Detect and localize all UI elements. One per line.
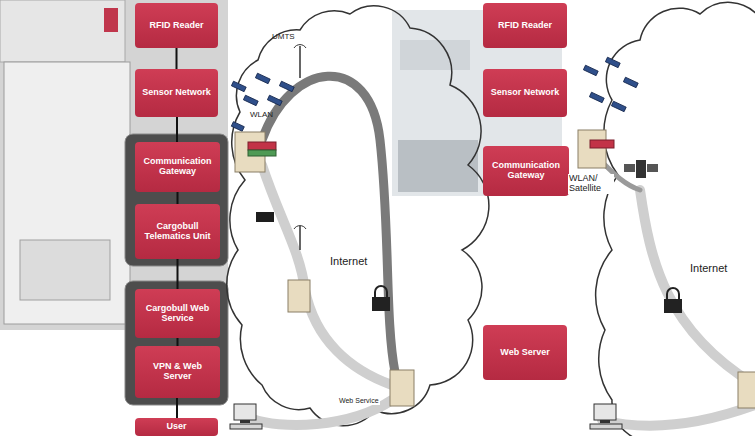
network-label: WLAN (250, 111, 273, 120)
internet-cloud (227, 6, 489, 426)
component-box: RFID Reader (483, 3, 567, 48)
network-label: Internet (690, 262, 727, 274)
keyboard-icon (230, 424, 262, 429)
sensor-mote (611, 101, 626, 111)
network-band (262, 165, 392, 385)
internet-cloud (596, 2, 755, 436)
server-icon (288, 280, 310, 312)
sensor-mote (623, 77, 638, 87)
box-label: Communication Gateway (139, 157, 216, 177)
computer-icon (594, 404, 616, 420)
sensor-mote (279, 81, 294, 91)
lock-icon (664, 299, 682, 313)
computer-icon (234, 404, 256, 420)
trailer-front (4, 62, 130, 324)
server-icon (578, 130, 606, 168)
gateway-device (590, 140, 614, 148)
sensor-mote (583, 65, 598, 75)
antenna-wave (294, 45, 306, 48)
box-label: Cargobull Telematics Unit (139, 222, 216, 242)
connector-line (177, 192, 179, 204)
network-band (640, 190, 755, 385)
component-box: RFID Reader (135, 3, 218, 48)
sensor-mote (589, 92, 604, 102)
box-label: User (166, 422, 186, 432)
component-box: Web Server (483, 325, 567, 380)
component-box: VPN & Web Server (135, 346, 220, 398)
antenna-wave (294, 226, 306, 229)
satellite-panel (624, 164, 635, 172)
computer-stand (600, 420, 610, 423)
landscape-sky (400, 40, 470, 70)
group-panel (125, 281, 228, 405)
box-label: Communication Gateway (487, 161, 565, 181)
sensor-mote (267, 95, 282, 105)
sensor-mote (605, 57, 620, 67)
truck-logo (104, 8, 118, 32)
router-icon (256, 212, 274, 222)
trailer-panel (20, 240, 110, 300)
connector-line (176, 48, 178, 69)
connector-line (177, 338, 179, 346)
lock-shackle (375, 286, 387, 298)
gateway-device (248, 142, 276, 150)
component-box: Cargobull Telematics Unit (135, 204, 220, 259)
lock-icon (372, 297, 390, 311)
box-label: Sensor Network (491, 88, 560, 98)
component-box: User (135, 418, 218, 436)
sensor-mote (255, 73, 270, 83)
component-box: Communication Gateway (135, 142, 220, 192)
network-band (602, 405, 755, 426)
antenna (299, 226, 301, 250)
connector-line (177, 259, 179, 289)
group-panel (125, 134, 228, 266)
keyboard-icon (590, 424, 622, 429)
network-label: Internet (330, 255, 367, 267)
gateway-device (248, 150, 276, 156)
satellite-icon (636, 160, 646, 178)
computer-stand (240, 420, 250, 423)
landscape-building (398, 140, 478, 192)
box-label: Sensor Network (142, 88, 211, 98)
sensor-mote (231, 122, 244, 132)
component-box: Sensor Network (135, 69, 218, 117)
network-label: WLAN/ Satellite (568, 174, 614, 194)
box-label: RFID Reader (498, 21, 552, 31)
box-label: Cargobull Web Service (139, 304, 216, 324)
box-label: VPN & Web Server (139, 362, 216, 382)
box-label: Web Server (500, 348, 549, 358)
component-box: Sensor Network (483, 69, 567, 117)
lock-shackle (667, 288, 679, 300)
truck-cab (0, 0, 125, 62)
vpn-band (262, 76, 395, 372)
antenna (299, 46, 301, 78)
satellite-panel (647, 164, 658, 172)
connector-line (176, 398, 178, 418)
network-label: Web Service (338, 397, 380, 405)
network-label: UMTS (272, 33, 295, 42)
component-box: Cargobull Web Service (135, 289, 220, 338)
server-icon (738, 372, 755, 408)
box-label: RFID Reader (149, 21, 203, 31)
server-icon (390, 370, 414, 406)
sensor-mote (243, 95, 258, 105)
sensor-mote (231, 81, 246, 91)
connector-line (176, 117, 178, 142)
component-box: Communication Gateway (483, 146, 569, 196)
